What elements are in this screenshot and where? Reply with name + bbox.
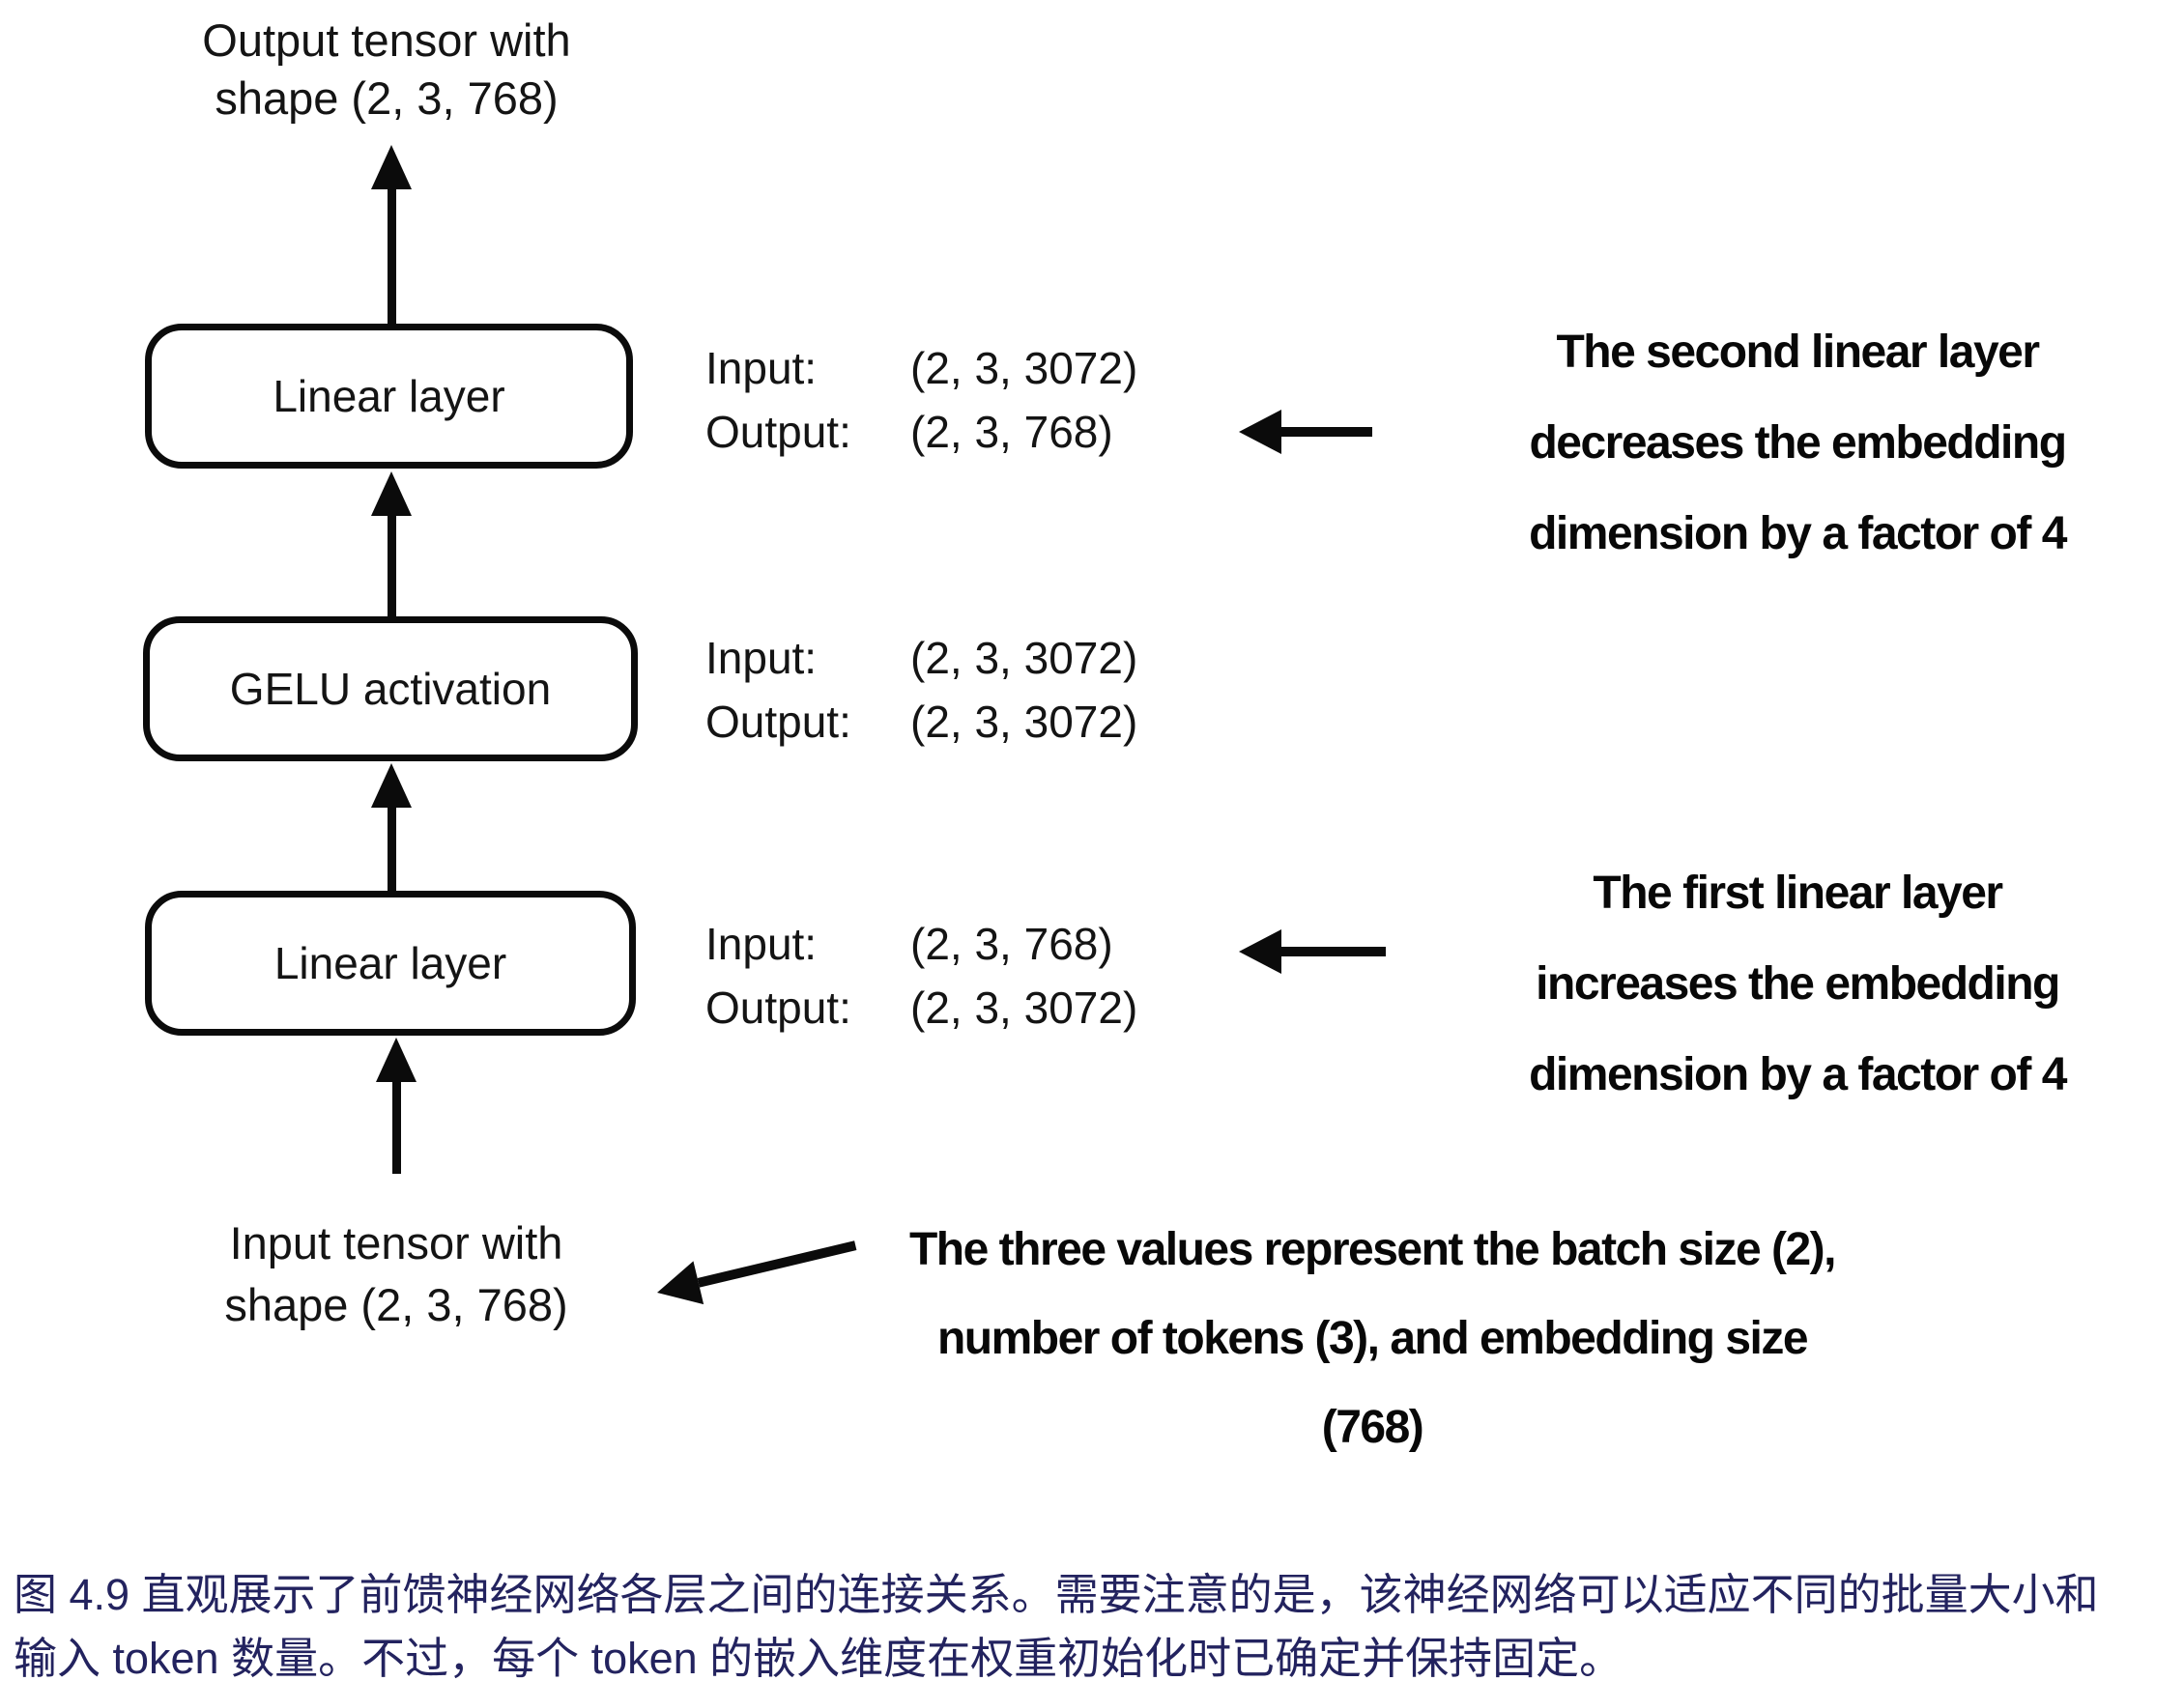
figure-caption: 图 4.9 直观展示了前馈神经网络各层之间的连接关系。需要注意的是，该神经网络可…	[14, 1563, 2178, 1681]
output-tensor-label-line1: Output tensor with	[202, 14, 571, 66]
up-arrow-icon-mid-lower	[371, 763, 412, 891]
arrow-shaft	[391, 1082, 401, 1174]
note-line: The first linear layer	[1593, 868, 2003, 919]
up-arrow-icon-mid-upper	[371, 471, 412, 616]
arrowhead	[371, 471, 412, 516]
arrow-shaft	[697, 1240, 857, 1288]
io-output-label: Output:	[705, 697, 851, 747]
arrow-shaft	[1281, 947, 1386, 956]
io-input-value: (2, 3, 3072)	[910, 343, 1138, 393]
note-line: The three values represent the batch siz…	[908, 1224, 1837, 1275]
note-first-linear-layer: The first linear layer increases the emb…	[1416, 848, 2179, 1121]
node-label: GELU activation	[229, 664, 552, 714]
io-output-label: Output:	[705, 407, 851, 457]
output-tensor-label: Output tensor with shape (2, 3, 768)	[106, 12, 667, 128]
figure-caption-line1: 图 4.9 直观展示了前馈神经网络各层之间的连接关系。需要注意的是，该神经网络可…	[14, 1570, 2099, 1619]
left-arrow-icon-lower	[1239, 929, 1386, 974]
note-line: increases the embedding	[1536, 958, 2060, 1010]
arrowhead	[1239, 410, 1281, 454]
io-annotation-linear-2: Input: (2, 3, 3072) Output: (2, 3, 768)	[705, 336, 1137, 464]
io-input-row: Input: (2, 3, 3072)	[705, 336, 1137, 400]
arrowhead	[1239, 929, 1281, 974]
note-line: (768)	[1321, 1402, 1424, 1453]
input-tensor-label: Input tensor with shape (2, 3, 768)	[126, 1212, 667, 1336]
output-tensor-label-line2: shape (2, 3, 768)	[215, 72, 559, 124]
left-arrow-icon-upper	[1239, 410, 1372, 454]
arrow-shaft	[1281, 427, 1372, 437]
up-arrow-icon-bottom	[376, 1038, 417, 1174]
io-annotation-linear-1: Input: (2, 3, 768) Output: (2, 3, 3072)	[705, 912, 1137, 1040]
io-input-value: (2, 3, 768)	[910, 919, 1113, 969]
io-input-label: Input:	[705, 633, 818, 683]
node-linear-layer-2: Linear layer	[145, 324, 633, 469]
io-annotation-gelu: Input: (2, 3, 3072) Output: (2, 3, 3072)	[705, 626, 1137, 754]
io-output-label: Output:	[705, 983, 851, 1033]
diagonal-left-arrow-icon	[651, 1224, 861, 1315]
note-line: dimension by a factor of 4	[1529, 1049, 2067, 1100]
io-input-value: (2, 3, 3072)	[910, 633, 1138, 683]
io-output-value: (2, 3, 768)	[910, 407, 1113, 457]
node-linear-layer-1: Linear layer	[145, 891, 636, 1036]
input-tensor-label-line1: Input tensor with	[229, 1217, 563, 1268]
note-line: The second linear layer	[1556, 327, 2040, 378]
io-output-value: (2, 3, 3072)	[910, 697, 1138, 747]
io-input-label: Input:	[705, 919, 818, 969]
note-second-linear-layer: The second linear layer decreases the em…	[1416, 307, 2179, 580]
arrow-shaft	[387, 808, 396, 891]
io-output-row: Output: (2, 3, 768)	[705, 400, 1137, 464]
node-gelu-activation: GELU activation	[143, 616, 638, 761]
arrow-shaft	[387, 516, 396, 616]
figure-caption-line2: 输入 token 数量。不过，每个 token 的嵌入维度在权重初始化时已确定并…	[14, 1634, 1624, 1681]
arrowhead	[376, 1038, 417, 1082]
io-input-row: Input: (2, 3, 3072)	[705, 626, 1137, 690]
io-input-label: Input:	[705, 343, 818, 393]
io-output-row: Output: (2, 3, 3072)	[705, 976, 1137, 1040]
input-tensor-label-line2: shape (2, 3, 768)	[224, 1279, 568, 1330]
note-line: decreases the embedding	[1529, 417, 2067, 469]
io-output-value: (2, 3, 3072)	[910, 983, 1138, 1033]
up-arrow-icon-top	[371, 145, 412, 324]
note-line: number of tokens (3), and embedding size	[936, 1313, 1809, 1364]
arrow-shaft	[387, 189, 396, 324]
arrowhead	[371, 145, 412, 189]
io-input-row: Input: (2, 3, 768)	[705, 912, 1137, 976]
note-three-values: The three values represent the batch siz…	[841, 1206, 1904, 1472]
node-label: Linear layer	[273, 938, 507, 988]
io-output-row: Output: (2, 3, 3072)	[705, 690, 1137, 754]
note-line: dimension by a factor of 4	[1529, 508, 2067, 559]
node-label: Linear layer	[273, 371, 505, 421]
arrowhead	[371, 763, 412, 808]
